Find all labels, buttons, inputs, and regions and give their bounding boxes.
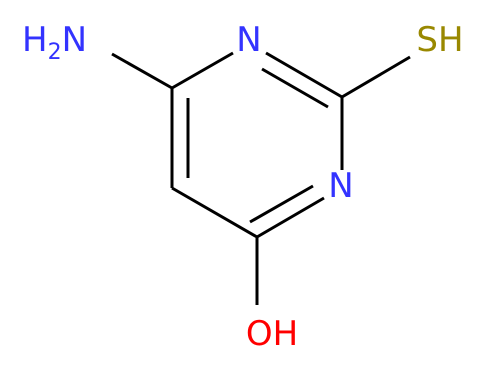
bond-n1-c2-double <box>261 67 329 109</box>
n-top-label: N <box>236 20 261 60</box>
bond-c6-amine <box>111 52 173 90</box>
n-mid-label: N <box>328 166 353 206</box>
thiol-label: SH <box>416 20 463 60</box>
bond-n3-c4-double <box>249 184 314 224</box>
amine-subscript: 2 <box>48 40 62 65</box>
bond-c6-n1 <box>171 51 234 90</box>
amine-label: H2N <box>22 20 87 65</box>
bond-c4-c5 <box>171 186 258 239</box>
bond-n1-c2 <box>265 51 343 99</box>
hydroxyl-label: OH <box>246 314 298 354</box>
amine-n: N <box>62 20 87 60</box>
atom-labels: H2N N N SH OH <box>22 20 464 354</box>
bonds <box>111 51 411 305</box>
bond-c2-thiol <box>341 55 411 99</box>
amine-h: H <box>22 20 48 60</box>
bond-n3-c4 <box>256 196 325 239</box>
